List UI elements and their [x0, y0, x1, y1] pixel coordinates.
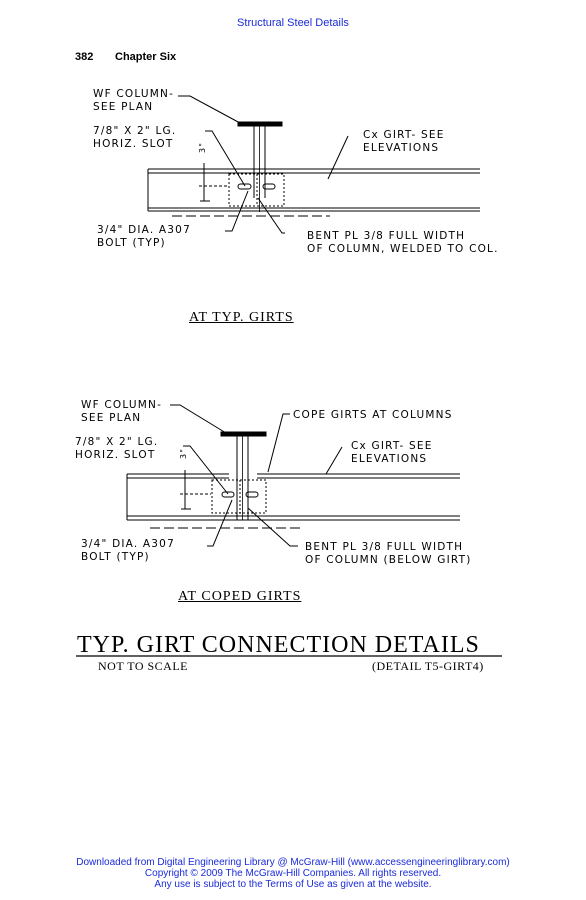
column-flange-2 [220, 431, 267, 437]
leader-girt-2 [325, 446, 343, 475]
slot-3 [221, 491, 235, 498]
d2-plate-line2: OF COLUMN (BELOW GIRT) [305, 554, 472, 566]
d1-bolt-line2: BOLT (TYP) [97, 237, 166, 249]
d2-girt-line1: Cx GIRT- SEE [351, 440, 433, 452]
leader-slot-2 [183, 445, 229, 495]
slot-1 [237, 183, 252, 190]
slot-4 [245, 491, 259, 498]
leader-cope [267, 413, 290, 473]
d1-girt-line1: Cx GIRT- SEE [363, 129, 445, 141]
footer-download-link[interactable]: Downloaded from Digital Engineering Libr… [76, 857, 510, 868]
d2-cope-note: COPE GIRTS AT COLUMNS [293, 409, 453, 421]
d1-wf-column-line2: SEE PLAN [93, 101, 154, 113]
d2-plate-line1: BENT PL 3/8 FULL WIDTH [305, 541, 464, 553]
leader-bolt-2 [207, 499, 233, 547]
leader-wf-1 [178, 95, 241, 124]
d2-bolt-line2: BOLT (TYP) [81, 551, 150, 563]
chapter-label: Chapter Six [115, 51, 177, 63]
d2-slot-line2: HORIZ. SLOT [75, 449, 156, 461]
d1-slot-line2: HORIZ. SLOT [93, 138, 174, 150]
d1-plate-line1: BENT PL 3/8 FULL WIDTH [307, 230, 466, 242]
footer-copyright: Copyright © 2009 The McGraw-Hill Compani… [144, 868, 442, 879]
page-number: 382 [75, 51, 94, 63]
footer-terms: Any use is subject to the Terms of Use a… [154, 879, 432, 890]
leader-plate-1 [257, 197, 285, 234]
d2-dimension: 3" [179, 447, 188, 459]
detail-reference: (DETAIL T5-GIRT4) [372, 659, 484, 673]
leader-plate-2 [247, 507, 298, 547]
d2-caption: AT COPED GIRTS [178, 589, 302, 604]
leader-slot-1 [205, 130, 246, 187]
d2-bolt-line1: 3/4" DIA. A307 [81, 538, 175, 550]
d2-wf-column-line2: SEE PLAN [81, 412, 142, 424]
d1-wf-column-line1: WF COLUMN- [93, 88, 175, 100]
scale-note: NOT TO SCALE [98, 659, 189, 673]
d1-bolt-line1: 3/4" DIA. A307 [97, 224, 191, 236]
d1-slot-line1: 7/8" X 2" LG. [93, 125, 177, 137]
d1-plate-line2: OF COLUMN, WELDED TO COL. [307, 243, 499, 255]
detail-1-drawing [147, 95, 480, 234]
d1-girt-line2: ELEVATIONS [363, 142, 440, 154]
running-header: Structural Steel Details [237, 17, 349, 29]
leader-girt-1 [327, 135, 349, 180]
d1-caption: AT TYP. GIRTS [189, 310, 294, 325]
leader-bolt-1 [225, 190, 249, 232]
column-flange [237, 121, 283, 127]
d1-dimension: 3" [198, 141, 207, 153]
leader-wf-2 [170, 404, 227, 434]
d2-slot-line1: 7/8" X 2" LG. [75, 436, 159, 448]
d2-girt-line2: ELEVATIONS [351, 453, 428, 465]
detail-2-drawing [126, 404, 460, 547]
d2-wf-column-line1: WF COLUMN- [81, 399, 163, 411]
bent-plate [228, 173, 285, 207]
detail-title: TYP. GIRT CONNECTION DETAILS [77, 632, 480, 658]
slot-2 [262, 183, 276, 190]
bent-plate-2 [211, 479, 267, 514]
